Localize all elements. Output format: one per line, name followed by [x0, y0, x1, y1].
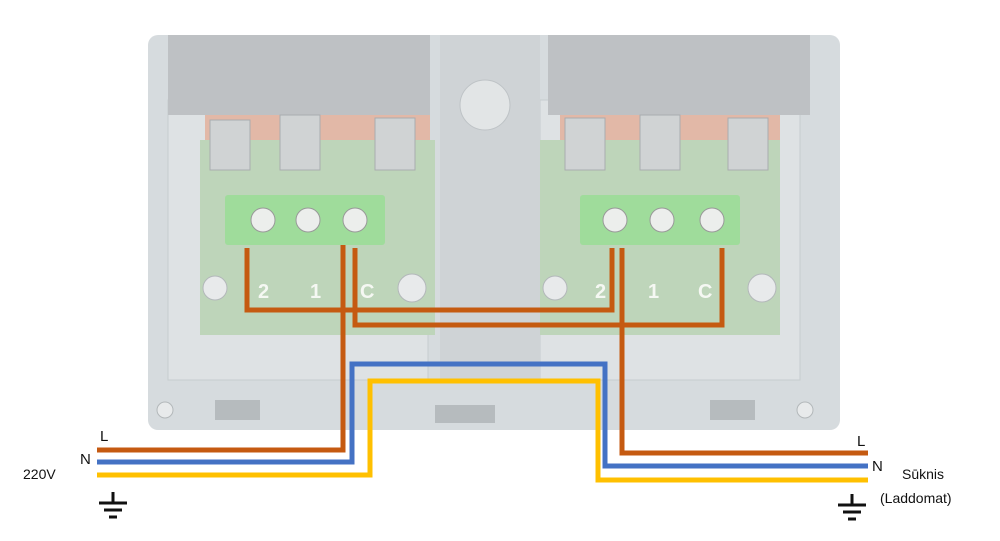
wire-relay-link-c	[352, 248, 725, 328]
wire-line-load	[619, 248, 868, 456]
relay-left	[168, 35, 430, 115]
label-pump-name: Sūknis	[902, 466, 945, 482]
terminal-label-left-2: 2	[258, 281, 269, 303]
terminal-label-left-c: C	[360, 281, 374, 303]
label-neutral-left: N	[80, 451, 91, 468]
terminal-label-right-c: C	[698, 281, 712, 303]
wire-line-supply	[97, 245, 346, 453]
ground-icon-left	[99, 492, 127, 519]
label-neutral-right: N	[872, 458, 883, 475]
label-line-right: L	[857, 433, 866, 450]
terminal-label-right-2: 2	[595, 281, 606, 303]
wire-neutral	[97, 361, 868, 469]
wire-relay-link-2	[244, 248, 615, 313]
label-voltage: 220V	[23, 466, 56, 482]
ground-icon-right	[838, 494, 866, 521]
label-line-left: L	[100, 428, 109, 445]
label-pump-model: (Laddomat)	[880, 490, 952, 506]
terminal-label-left-1: 1	[310, 281, 321, 303]
terminal-label-right-1: 1	[648, 281, 659, 303]
wire-earth	[97, 378, 868, 483]
relay-right	[548, 35, 810, 115]
